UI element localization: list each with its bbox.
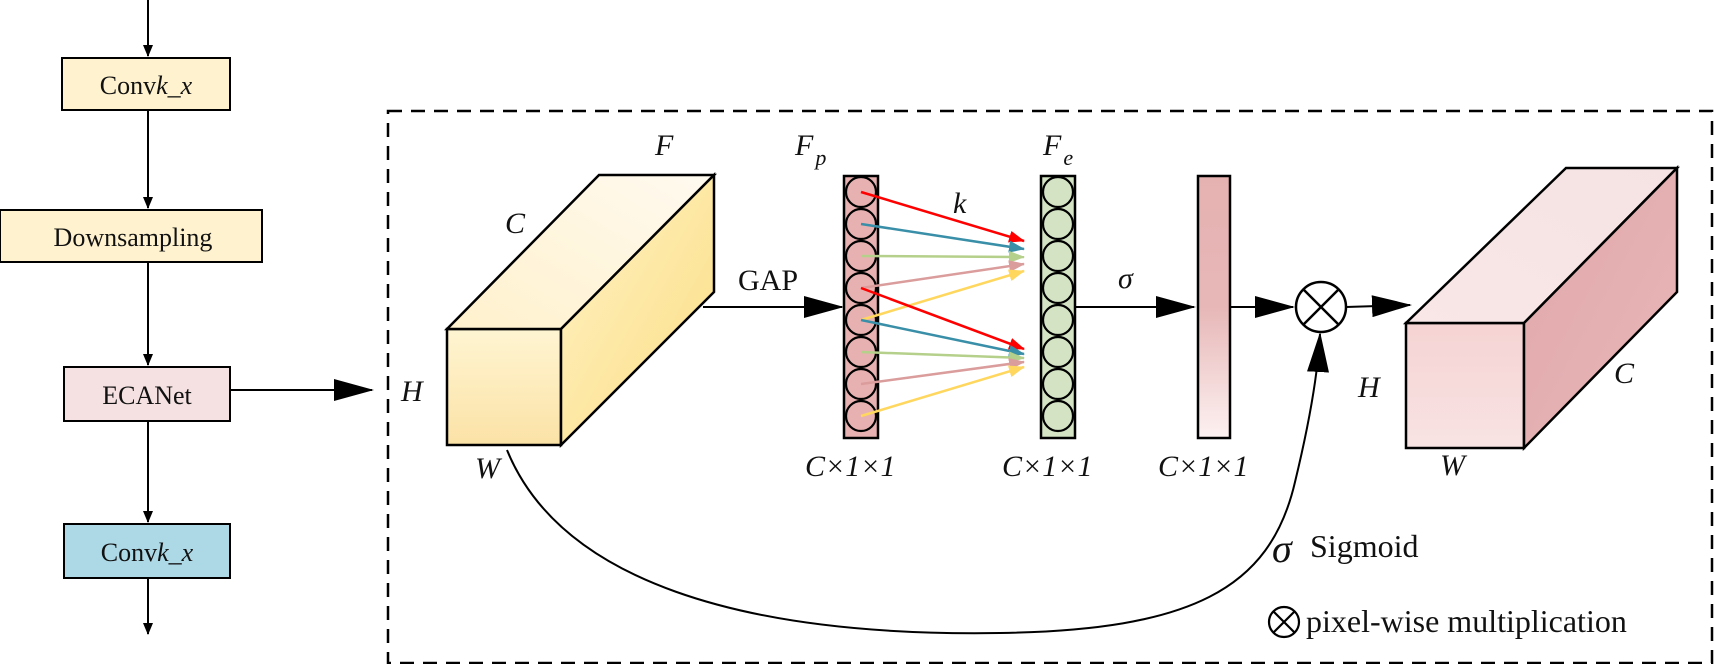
arrow-yellow-2 — [860, 365, 1025, 418]
legend-multiply-icon — [1267, 605, 1301, 639]
arrow-green-2 — [860, 350, 1025, 364]
label-h-output: H — [1357, 371, 1382, 404]
fe-node — [1041, 175, 1075, 209]
arrow-rose-1 — [860, 260, 1025, 290]
fp-column: Fp C×1×1 — [794, 129, 896, 483]
label-w-input: W — [475, 452, 503, 485]
fp-dims: C×1×1 — [805, 450, 896, 483]
label-k: k — [953, 187, 967, 220]
arrow-teal-2 — [860, 318, 1025, 357]
conv-top-label: Convk_x — [100, 71, 193, 100]
arrow-green-1 — [860, 250, 1025, 263]
output-block-front — [1404, 321, 1526, 450]
arrow-yellow-1 — [860, 269, 1025, 322]
input-feature-block: F C H W — [400, 129, 718, 485]
legend: σ Sigmoid pixel-wise multiplication — [1267, 526, 1627, 639]
arrow-to-output — [1345, 295, 1412, 318]
multiply-cross-2 — [1302, 288, 1340, 326]
label-sigma: σ — [1118, 262, 1134, 295]
legend-sigma-symbol: σ — [1272, 526, 1293, 571]
multiply-node — [1294, 280, 1348, 334]
label-fe: Fe — [1042, 129, 1073, 170]
label-c-input: C — [505, 207, 526, 240]
output-feature-block: H W C — [1357, 164, 1680, 482]
ecanet-box — [63, 366, 231, 422]
weights-bar-rect — [1196, 174, 1232, 440]
fe-node — [1041, 367, 1075, 401]
label-fp: Fp — [794, 129, 826, 170]
label-c-output: C — [1614, 357, 1635, 390]
conv-top-box — [61, 57, 231, 111]
arrow-rose-2 — [860, 358, 1025, 386]
fe-node — [1041, 271, 1075, 305]
eca-module-border — [386, 109, 1714, 664]
downsampling-box — [0, 209, 263, 263]
fe-nodes — [1041, 175, 1075, 433]
fe-node — [1041, 207, 1075, 241]
kernel-arrows: k — [860, 187, 1025, 418]
skip-connection — [506, 332, 1329, 635]
input-block-front — [445, 327, 563, 447]
ecanet-label: ECANet — [102, 381, 192, 410]
weights-bar: C×1×1 — [1158, 174, 1249, 483]
fe-node — [1041, 239, 1075, 273]
arrow-red-1 — [860, 190, 1025, 243]
fe-node — [1041, 399, 1075, 433]
legend-mult-text: pixel-wise multiplication — [1306, 603, 1627, 639]
gap-label: GAP — [738, 264, 798, 297]
arrow-teal-1 — [860, 222, 1025, 253]
fe-node — [1041, 303, 1075, 337]
conv-bottom-label: Convk_x — [101, 538, 194, 567]
fe-node — [1041, 335, 1075, 369]
output-block-side — [1522, 164, 1679, 452]
arrow-red-2 — [860, 286, 1025, 351]
input-block-side — [559, 171, 716, 449]
legend-sigma-text: Sigmoid — [1310, 528, 1418, 564]
downsampling-label: Downsampling — [54, 223, 213, 252]
fe-column: Fe C×1×1 — [1002, 129, 1093, 483]
fe-dims: C×1×1 — [1002, 450, 1093, 483]
label-w-output: W — [1440, 449, 1468, 482]
label-f: F — [654, 129, 674, 162]
weights-dims: C×1×1 — [1158, 450, 1249, 483]
pipeline: Convk_x Downsampling ECANet Convk_x — [0, 0, 374, 635]
label-h-input: H — [400, 375, 425, 408]
